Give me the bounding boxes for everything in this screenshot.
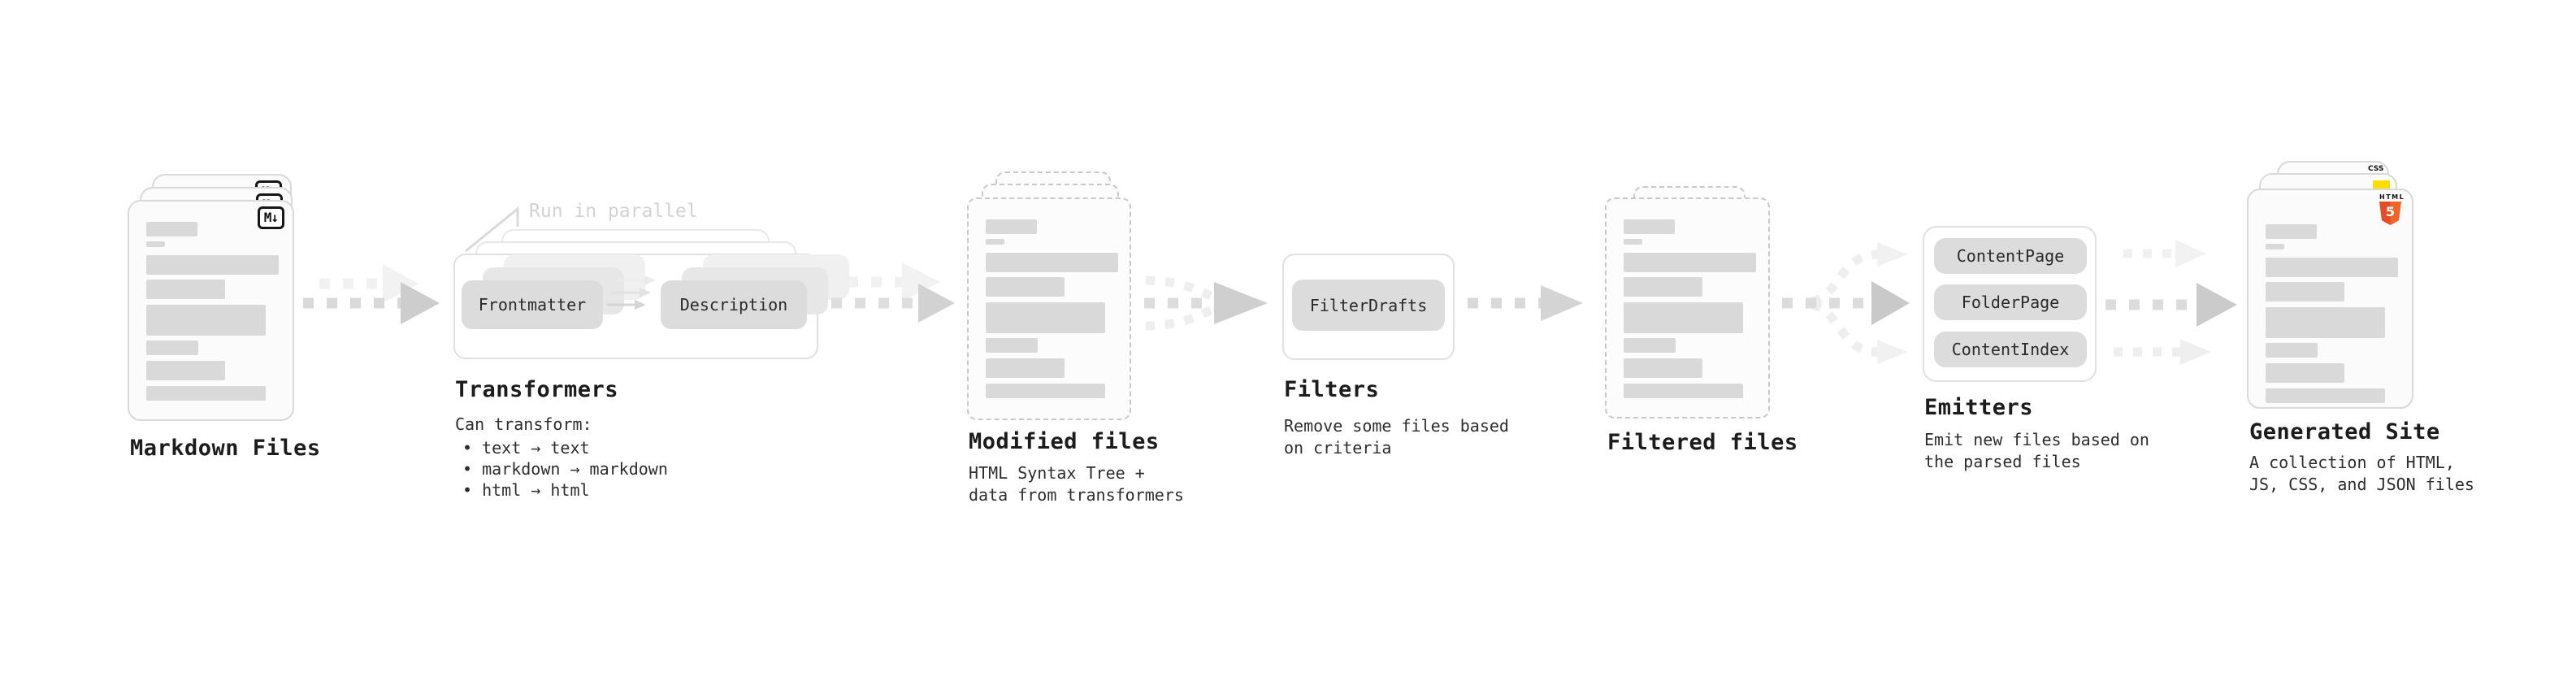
callout-line-icon	[465, 206, 519, 253]
emitter-folder-page-box: FolderPage	[1934, 284, 2087, 320]
bullet-item: html → html	[462, 479, 668, 501]
arrow-filters-to-filtered-icon	[1468, 285, 1583, 321]
document-placeholder-lines	[986, 219, 1118, 398]
document-placeholder-lines	[146, 222, 279, 401]
emitter-content-index-box: ContentIndex	[1934, 332, 2087, 367]
stage-title-filtered-files: Filtered files	[1607, 430, 1798, 455]
file-card: M↓	[128, 200, 294, 421]
stage-title-filters: Filters	[1284, 377, 1380, 402]
arrows-emitters-to-site-icon	[2105, 240, 2237, 365]
arrow-diverge-to-emitters-icon	[1782, 242, 1910, 364]
parallel-flow-arrows-icon	[607, 275, 656, 310]
stage-title-transformers: Transformers	[455, 377, 619, 402]
transformer-frontmatter-box: Frontmatter	[462, 280, 603, 329]
emitters-description: Emit new files based on the parsed files	[1924, 430, 2149, 471]
arrow-markdown-to-transformers-icon	[303, 264, 440, 324]
arrow-transformers-to-modified-icon	[831, 262, 955, 323]
transformers-bullet-list: text → text markdown → markdown html → h…	[455, 437, 668, 501]
stage-title-modified-files: Modified files	[969, 429, 1160, 454]
html5-icon: HTML 5	[2379, 194, 2404, 225]
run-in-parallel-note: Run in parallel	[529, 201, 698, 222]
generated-site-description: A collection of HTML, JS, CSS, and JSON …	[2249, 453, 2474, 494]
file-card	[1605, 197, 1770, 419]
stage-title-markdown-files: Markdown Files	[130, 436, 321, 461]
emitter-content-page-box: ContentPage	[1934, 238, 2087, 274]
modified-files-description: HTML Syntax Tree + data from transformer…	[969, 463, 1184, 505]
arrow-converge-to-filters-icon	[1144, 275, 1268, 331]
document-placeholder-lines	[2266, 224, 2398, 403]
filters-description: Remove some files based on criteria	[1284, 416, 1509, 458]
bullet-item: markdown → markdown	[462, 458, 668, 479]
document-placeholder-lines	[1624, 219, 1756, 398]
stage-title-generated-site: Generated Site	[2249, 419, 2440, 445]
transformer-description-box: Description	[661, 280, 807, 329]
transformers-description-heading: Can transform:	[455, 414, 592, 434]
bullet-item: text → text	[462, 437, 668, 458]
javascript-icon	[2373, 180, 2390, 189]
markdown-icon: M↓	[257, 206, 284, 229]
stage-title-emitters: Emitters	[1924, 395, 2034, 420]
filter-drafts-box: FilterDrafts	[1292, 280, 1445, 331]
file-card: HTML 5	[2247, 189, 2413, 409]
file-card	[967, 197, 1131, 420]
